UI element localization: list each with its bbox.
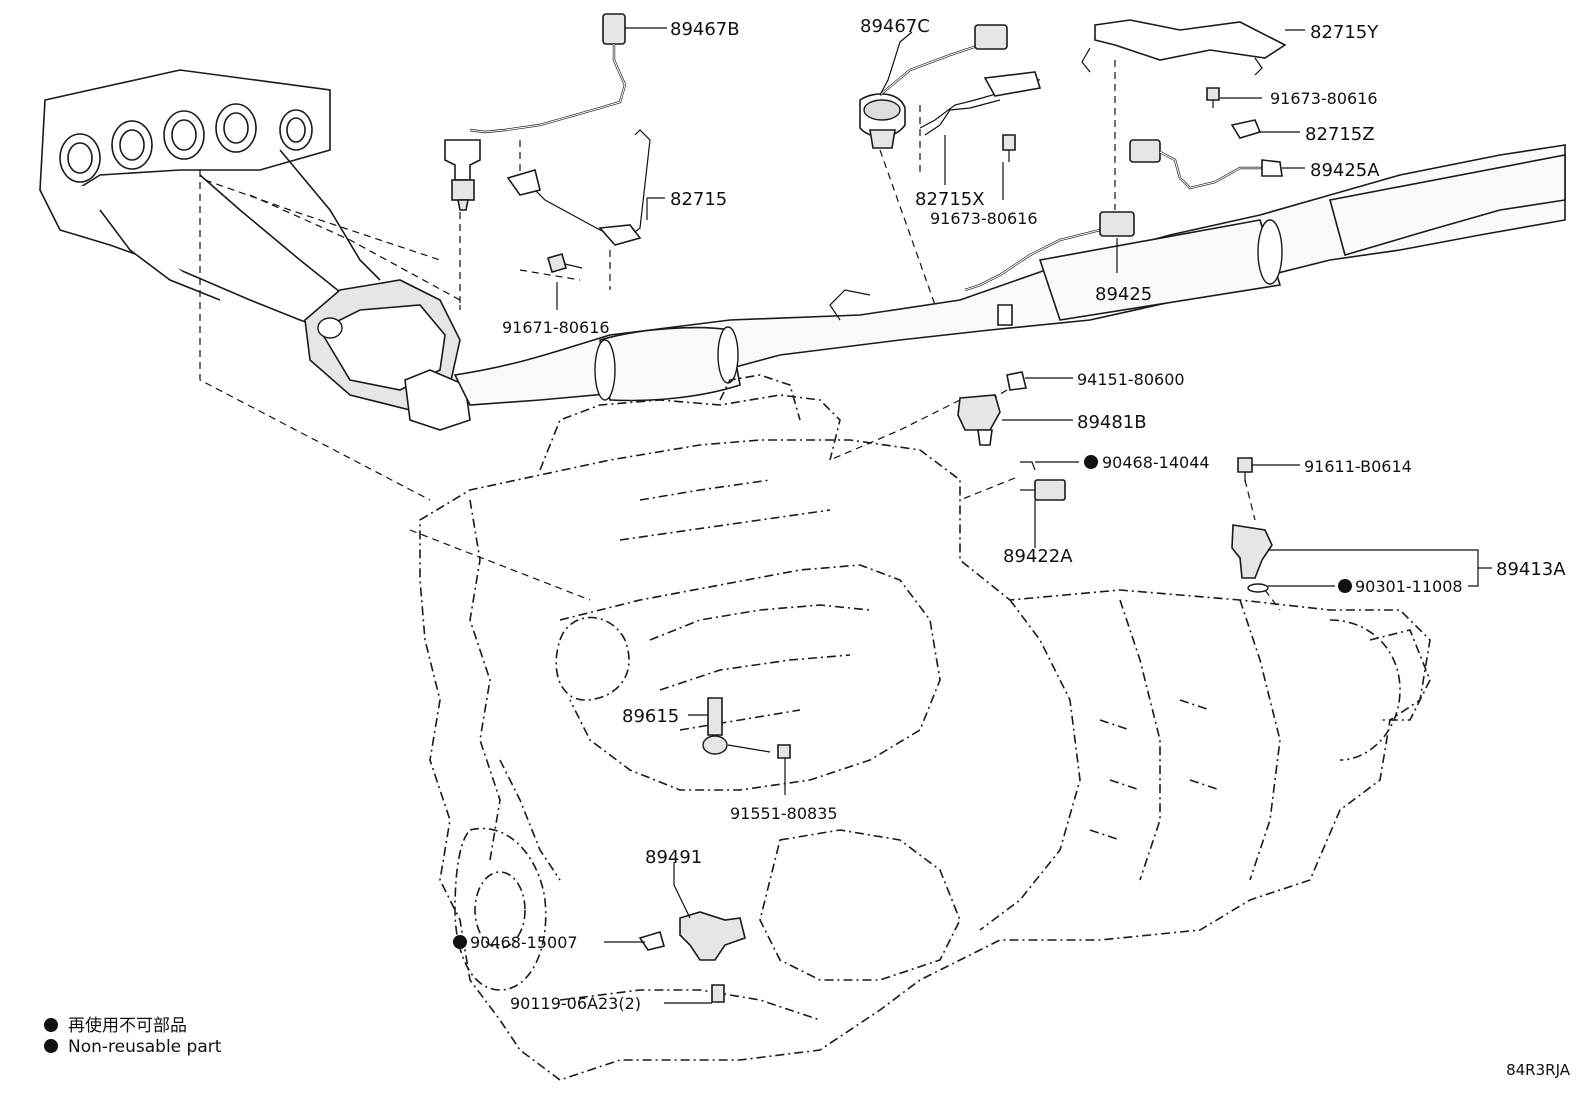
label-94151: 94151-80600 (1077, 370, 1185, 389)
label-90468-15007: 90468-15007 (470, 933, 578, 952)
bolt-91673-right (1206, 87, 1220, 108)
label-89481b: 89481B (1077, 412, 1147, 433)
exhaust-pipe (453, 144, 1566, 406)
legend-dot-icon (44, 1018, 58, 1032)
diagram-code: 84R3RJA (1506, 1061, 1570, 1079)
label-89467b: 89467B (670, 19, 740, 40)
speed-sensor-89413a (1231, 457, 1273, 593)
nonreusable-dot-90468-14044 (1084, 455, 1098, 469)
label-82715y: 82715Y (1310, 22, 1379, 43)
bracket-82715 (506, 129, 651, 246)
legend-text-jp: 再使用不可部品 (68, 1016, 187, 1036)
label-89615: 89615 (622, 706, 679, 727)
leader-lines (556, 27, 1492, 1004)
label-89425a: 89425A (1310, 160, 1380, 181)
label-91673-right: 91673-80616 (1270, 89, 1378, 108)
exhaust-manifold (39, 69, 471, 431)
bolt-91671 (547, 253, 583, 273)
label-91611: 91611-B0614 (1304, 457, 1412, 476)
nonreusable-dot-90301 (1338, 579, 1352, 593)
clamp-82715z (1230, 119, 1262, 139)
label-90468-14044: 90468-14044 (1102, 453, 1210, 472)
legend-text-en: Non-reusable part (68, 1037, 222, 1057)
label-89425: 89425 (1095, 284, 1152, 305)
label-82715z: 82715Z (1305, 124, 1375, 145)
label-89413a: 89413A (1496, 559, 1566, 580)
label-89422a: 89422A (1003, 546, 1073, 567)
label-91671: 91671-80616 (502, 318, 610, 337)
label-91673-mid: 91673-80616 (930, 209, 1038, 228)
nonreusable-dot-90468-15007 (453, 935, 467, 949)
label-90301: 90301-11008 (1355, 577, 1463, 596)
label-90119: 90119-06A23(2) (510, 994, 641, 1013)
label-82715x: 82715X (915, 189, 985, 210)
label-91551: 91551-80835 (730, 804, 838, 823)
legend-line-jp: 再使用不可部品 (44, 1011, 187, 1036)
sensor-cluster-mid (957, 371, 1066, 501)
label-89467c: 89467C (860, 16, 930, 37)
legend-dot-icon (44, 1039, 58, 1053)
label-82715: 82715 (670, 189, 727, 210)
bracket-82715y (1081, 19, 1287, 76)
oxygen-sensor-89425 (964, 139, 1283, 326)
engine-block (419, 374, 1431, 1081)
label-89491: 89491 (645, 847, 702, 868)
guide-lines (199, 60, 1281, 611)
air-fuel-sensor-89467b (444, 13, 627, 211)
air-fuel-sensor-89467c (859, 24, 1008, 149)
crank-sensor-89491 (638, 911, 746, 1003)
part-labels: 89467B 89467C 82715Y 91673-80616 82715Z … (453, 16, 1566, 1013)
bracket-82715x (919, 71, 1042, 162)
legend-line-en: Non-reusable part (44, 1037, 221, 1057)
knock-sensor-89615 (702, 697, 791, 759)
